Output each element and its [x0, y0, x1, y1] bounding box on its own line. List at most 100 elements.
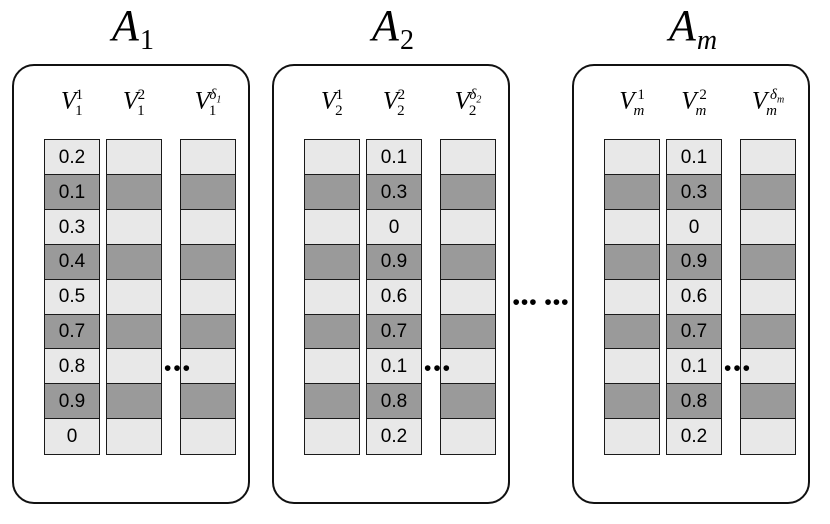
column-cell-stack: [304, 139, 360, 455]
column-header-superscript-symbol: 1: [637, 87, 645, 103]
matrix-cell: 0.8: [44, 348, 100, 385]
matrix-cell: [604, 383, 660, 420]
matrix-cell: [440, 173, 496, 211]
column-header-subscript: 1: [137, 103, 145, 120]
matrix-cell: [740, 383, 796, 420]
matrix-cell: [304, 173, 360, 211]
matrix-cell: [604, 243, 660, 281]
matrix-cell: [740, 418, 796, 455]
column-header-superscript-symbol: 2: [699, 87, 707, 103]
matrix-cell: [304, 243, 360, 281]
group-title-base: A: [372, 1, 399, 50]
matrix-cell: [440, 208, 496, 246]
matrix-cell: [740, 278, 796, 316]
column-header-base: V: [751, 87, 768, 115]
column-header-subscript: 2: [335, 103, 343, 120]
matrix-cell: [304, 208, 360, 246]
matrix-cell: 0.3: [366, 173, 422, 211]
column-header: V2δ2: [430, 88, 506, 119]
matrix-cell: [740, 208, 796, 246]
matrix-cell: [604, 173, 660, 211]
matrix-cell: [180, 383, 236, 420]
matrix-cell: [304, 348, 360, 385]
column-header-superscript-symbol: δ: [469, 87, 477, 103]
matrix-cell: 0.3: [666, 173, 722, 211]
column-header-superscript: 1: [336, 87, 344, 103]
column-header-superscript-subscript: 1: [216, 94, 222, 106]
column-header: V22: [356, 88, 432, 119]
column-header: Vm1: [594, 88, 670, 119]
matrix-cell: 0.9: [44, 383, 100, 420]
matrix-cell: 0.8: [666, 383, 722, 420]
column-cell-stack: [740, 139, 796, 455]
matrix-cell: 0.1: [666, 348, 722, 385]
matrix-cell: [106, 348, 162, 385]
group-title-subscript: 2: [399, 24, 414, 56]
column-header-base: V: [320, 87, 337, 115]
column-header: V21: [294, 88, 370, 119]
column-header-superscript-symbol: δ: [769, 87, 777, 103]
column-header-superscript: 2: [138, 87, 146, 103]
matrix-cell: 0.3: [44, 208, 100, 246]
matrix-cell: [180, 173, 236, 211]
column-header-superscript-symbol: δ: [209, 87, 217, 103]
matrix-cell: [180, 278, 236, 316]
matrix-cell: 0.1: [366, 348, 422, 385]
matrix-cell: [180, 208, 236, 246]
matrix-cell: 0: [666, 208, 722, 246]
matrix-cell: [106, 418, 162, 455]
matrix-cell: 0.1: [666, 139, 722, 176]
column-header-base: V: [60, 87, 77, 115]
group-title: A2: [274, 4, 512, 55]
matrix-cell: 0.4: [44, 243, 100, 281]
matrix-cell: [440, 383, 496, 420]
column-header: V11: [34, 88, 110, 119]
column-header-superscript: δ2: [469, 87, 481, 106]
column-header-superscript-symbol: 2: [397, 87, 406, 103]
matrix-cell: [106, 383, 162, 420]
column-header-subscript: m: [695, 103, 707, 120]
matrix-cell: [304, 313, 360, 351]
column-cell-stack: [440, 139, 496, 455]
column-header-superscript-symbol: 1: [75, 87, 84, 103]
matrix-cell: 0.1: [44, 173, 100, 211]
group-title-subscript: 1: [139, 24, 154, 56]
column-header-subscript: 2: [397, 103, 405, 120]
matrix-cell: [106, 313, 162, 351]
matrix-cell: [604, 348, 660, 385]
group-ellipsis: ••• •••: [512, 291, 570, 314]
matrix-cell: [604, 278, 660, 316]
column-header-subscript: 1: [75, 103, 83, 120]
matrix-cell: [740, 173, 796, 211]
column-ellipsis: •••: [163, 357, 193, 380]
group-title-base: A: [668, 1, 696, 50]
matrix-cell: [180, 243, 236, 281]
group-title: Am: [574, 4, 812, 55]
matrix-cell: 0.7: [666, 313, 722, 351]
matrix-cell: [740, 139, 796, 176]
column-ellipsis: •••: [723, 357, 753, 380]
matrix-cell: 0.2: [366, 418, 422, 455]
column-header-superscript: 1: [76, 87, 84, 103]
matrix-cell: [304, 383, 360, 420]
matrix-cell: [604, 418, 660, 455]
matrix-cell: [106, 173, 162, 211]
matrix-cell: [304, 418, 360, 455]
matrix-cell: [604, 313, 660, 351]
matrix-cell: [106, 208, 162, 246]
column-header-subscript: m: [766, 103, 777, 120]
column-header-base: V: [194, 87, 210, 115]
column-header-superscript: 2: [699, 87, 707, 103]
matrix-cell: 0.6: [666, 278, 722, 316]
matrix-cell: [106, 139, 162, 176]
column-cell-stack: [180, 139, 236, 455]
matrix-cell: [304, 139, 360, 176]
matrix-cell: [440, 418, 496, 455]
column-header-superscript-symbol: 1: [335, 87, 344, 103]
group-title-base: A: [112, 1, 139, 50]
